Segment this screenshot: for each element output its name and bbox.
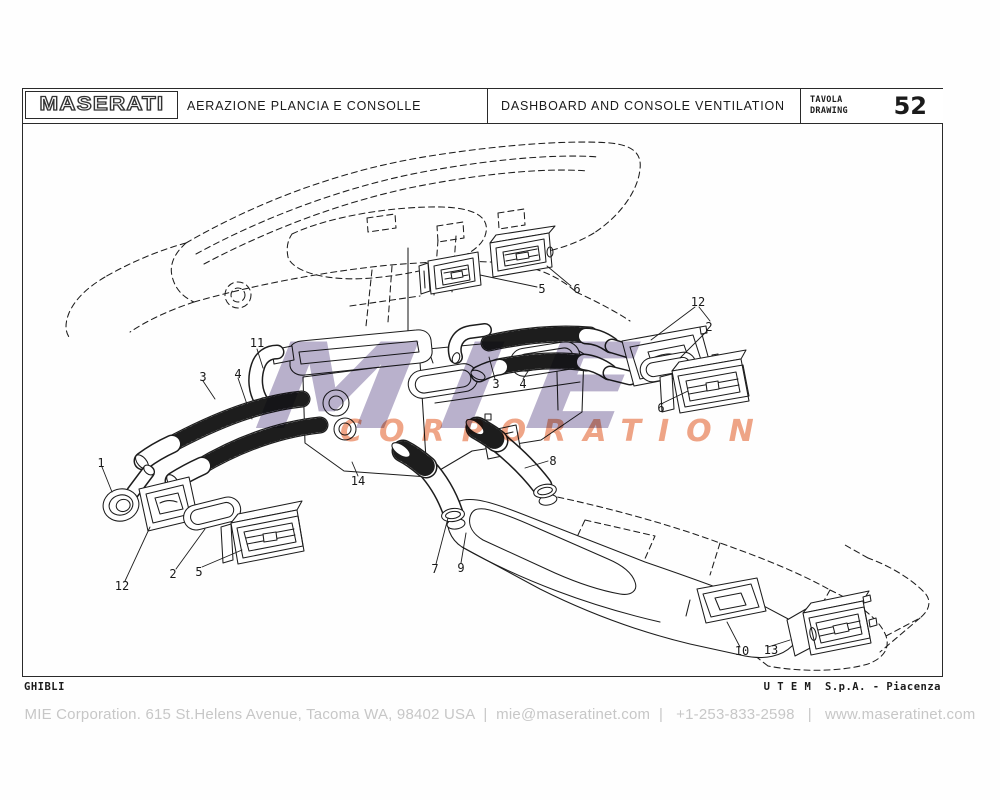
plate-label-it: TAVOLA — [810, 94, 843, 105]
plate-number-box: TAVOLA DRAWING 52 — [800, 89, 943, 123]
maserati-logo: MASERATI — [38, 93, 164, 116]
header-divider — [487, 89, 488, 123]
gasket-2-left — [183, 496, 242, 531]
plate-label-en: DRAWING — [810, 106, 848, 116]
drawing-frame: MASERATI AERAZIONE PLANCIA E CONSOLLE DA… — [22, 88, 943, 677]
vent-13 — [786, 590, 878, 657]
console-duct-8 — [465, 416, 558, 506]
model-name: GHIBLI — [24, 681, 65, 693]
elbow-hose-center — [447, 323, 492, 364]
console-tunnel — [447, 499, 799, 659]
vent-5-left — [220, 500, 305, 565]
title-english: DASHBOARD AND CONSOLE VENTILATION — [501, 99, 785, 113]
eyeball-vent-1 — [102, 464, 155, 522]
leader-lines — [101, 265, 791, 648]
plate-labels: TAVOLA DRAWING — [801, 95, 848, 117]
corrugated-hose-3-left — [133, 390, 311, 471]
console-rear-vent-10 — [685, 577, 767, 624]
publisher-name: U T E M S.p.A. - Piacenza — [763, 681, 941, 693]
dealer-footer: MIE Corporation. 615 St.Helens Avenue, T… — [24, 706, 976, 723]
drawing-footnotes: GHIBLI U T E M S.p.A. - Piacenza — [24, 681, 941, 693]
dash-vent-6 — [489, 225, 556, 278]
title-block: MASERATI AERAZIONE PLANCIA E CONSOLLE DA… — [23, 89, 943, 124]
plate-number: 52 — [893, 92, 927, 120]
console-duct-7 — [391, 439, 466, 530]
corrugated-hose-4-right — [470, 352, 638, 386]
dashboard-outline — [65, 141, 641, 338]
title-italian: AERAZIONE PLANCIA E CONSOLLE — [187, 99, 422, 113]
maserati-logo-box: MASERATI — [25, 91, 178, 119]
dash-vent-5 — [418, 251, 482, 295]
